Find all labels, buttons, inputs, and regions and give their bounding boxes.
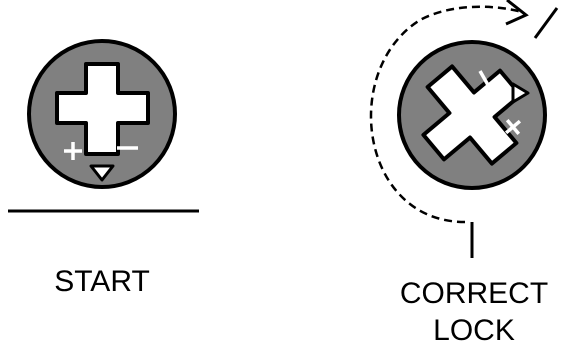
lock-dial <box>399 42 545 188</box>
correct-lock-label-line1: CORRECT <box>400 277 548 310</box>
start-dial <box>29 41 175 187</box>
start-label: START <box>54 265 150 298</box>
correct-lock-label-line2: LOCK <box>433 314 515 347</box>
